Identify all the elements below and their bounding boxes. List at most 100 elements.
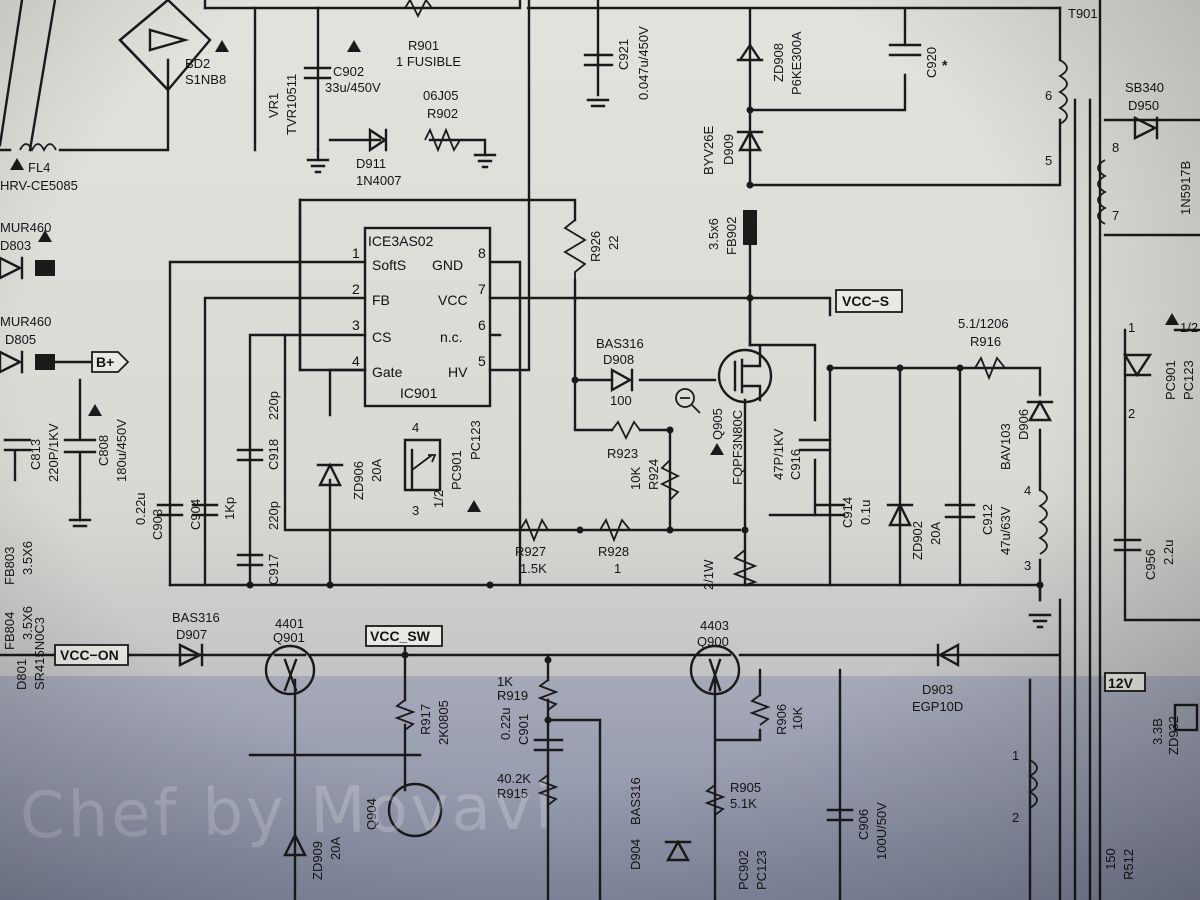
label-d909: D909	[721, 134, 736, 165]
label-c921-val: 0.047u/450V	[636, 26, 651, 100]
label-bas-d907: BAS316	[172, 610, 220, 625]
label-r915: R915	[497, 786, 528, 801]
label-c906: C906	[856, 809, 871, 840]
label-r919-val: 1K	[497, 674, 513, 689]
label-t901-pin-8: 8	[1112, 140, 1119, 155]
ic-pin-num-4: 4	[352, 353, 360, 369]
label-r906-val: 10K	[790, 707, 805, 730]
label-r917-val: 2K0805	[436, 700, 451, 745]
ic-ref: IC901	[400, 385, 438, 401]
label-fb803-val: 3.5X6	[20, 541, 35, 575]
label-zd908-part: P6KE300A	[789, 31, 804, 95]
label-d801-part: SR415N0C3	[32, 617, 47, 690]
label-c901: C901	[516, 714, 531, 745]
ic-pin-num-8: 8	[478, 245, 486, 261]
label-pc901b-pin-2: 2	[1128, 406, 1135, 421]
label-c912: C912	[980, 504, 995, 535]
ic-pin-nc: n.c.	[440, 329, 463, 345]
net-label-vcc-on: VCC−ON	[60, 647, 119, 663]
label-d903: D903	[922, 682, 953, 697]
label-r926: R926	[588, 231, 603, 262]
label-byv: BYV26E	[701, 126, 716, 175]
label-d907: D907	[176, 627, 207, 642]
label-c902-val: 33u/450V	[325, 80, 381, 95]
label-zd932: ZD932	[1166, 716, 1181, 755]
label-r926-val: 22	[606, 236, 621, 250]
label-r927-val: 1.5K	[520, 561, 547, 576]
label-pc902-part: PC123	[754, 850, 769, 890]
label-r902-val: 06J05	[423, 88, 458, 103]
label-fl4: FL4	[28, 160, 50, 175]
ic-pin-cs: CS	[372, 329, 391, 345]
label-mur-b: MUR460	[0, 314, 51, 329]
label-pc901b-half: 1/2	[1180, 320, 1198, 335]
magnifier-icon	[675, 388, 701, 414]
ground-symbols	[68, 98, 1052, 629]
label-r901-val: 1 FUSIBLE	[396, 54, 461, 69]
label-c918-val: 220p	[266, 391, 281, 420]
label-q900-num: 4403	[700, 618, 729, 633]
net-flag-vcc-s	[835, 289, 903, 313]
label-d904: D904	[628, 839, 643, 870]
label-c912-val: 47u/63V	[998, 506, 1013, 555]
label-c917: C917	[266, 554, 281, 585]
ic-labels: ICE3AS02 IC901 SoftS FB CS Gate 1 2 3 4 …	[352, 233, 486, 401]
net-label-vcc-sw: VCC_SW	[370, 628, 431, 644]
label-d911-part: 1N4007	[356, 173, 402, 188]
ic-pin-gnd: GND	[432, 257, 463, 273]
label-r919: R919	[497, 688, 528, 703]
label-r915-val: 40.2K	[497, 771, 531, 786]
label-c917-val: 220p	[266, 501, 281, 530]
label-zd902-val: 20A	[928, 522, 943, 545]
label-q900: Q900	[697, 634, 729, 649]
label-zd906-val: 20A	[369, 459, 384, 482]
label-coil-b-pin-2: 2	[1012, 810, 1019, 825]
label-r-sense: 2/1W	[701, 559, 716, 590]
ic-pin-num-6: 6	[478, 317, 486, 333]
label-c903-val: 0.22u	[133, 492, 148, 525]
label-t901: T901	[1068, 6, 1098, 21]
label-c903: C903	[150, 509, 165, 540]
label-zd909: ZD909	[310, 841, 325, 880]
ic-pin-softs: SoftS	[372, 257, 406, 273]
label-pc901b: PC901	[1163, 360, 1178, 400]
label-t901-pin-6: 6	[1045, 88, 1052, 103]
component-labels: BD2 S1NB8 VR1 TVR10511 C902 33u/450V R90…	[0, 6, 1198, 890]
label-r924: R924	[646, 459, 661, 490]
label-pc901b-part: PC123	[1181, 360, 1196, 400]
label-r512-val: 150	[1103, 848, 1118, 870]
label-c956: C956	[1143, 549, 1158, 580]
label-c808: C808	[96, 435, 111, 466]
label-c904: C904	[188, 499, 203, 530]
label-c916: C916	[788, 449, 803, 480]
label-c918: C918	[266, 439, 281, 470]
label-vr1: VR1	[266, 93, 281, 118]
label-c904-val: 1Kp	[222, 497, 237, 520]
label-c921: C921	[616, 39, 631, 70]
components	[0, 0, 1199, 862]
label-r916-val: 5.1/1206	[958, 316, 1009, 331]
label-pc902: PC902	[736, 850, 751, 890]
label-c956-val: 2.2u	[1161, 540, 1176, 565]
label-d906-part: BAV103	[998, 423, 1013, 470]
ic-pin-num-5: 5	[478, 353, 486, 369]
label-fl4-part: HRV-CE5085	[0, 178, 78, 193]
label-coil-pin-3: 3	[1024, 558, 1031, 573]
ic-pin-num-7: 7	[478, 281, 486, 297]
label-zd902: ZD902	[910, 521, 925, 560]
label-q904: Q904	[364, 798, 379, 830]
label-vr1-part: TVR10511	[284, 74, 299, 135]
label-pc901: PC901	[449, 450, 464, 490]
label-c920-star: *	[942, 57, 948, 73]
label-bd2: BD2	[185, 56, 210, 71]
label-r924-val: 10K	[628, 467, 643, 490]
label-c920: C920	[924, 47, 939, 78]
label-r917: R917	[418, 704, 433, 735]
label-d950-part: 1N5917B	[1178, 161, 1193, 215]
label-r928-val: 1	[614, 561, 621, 576]
ic-pin-num-3: 3	[352, 317, 360, 333]
label-c813-val: 220P/1KV	[46, 423, 61, 482]
label-bd2-part: S1NB8	[185, 72, 226, 87]
label-coil-b-pin-1: 1	[1012, 748, 1019, 763]
